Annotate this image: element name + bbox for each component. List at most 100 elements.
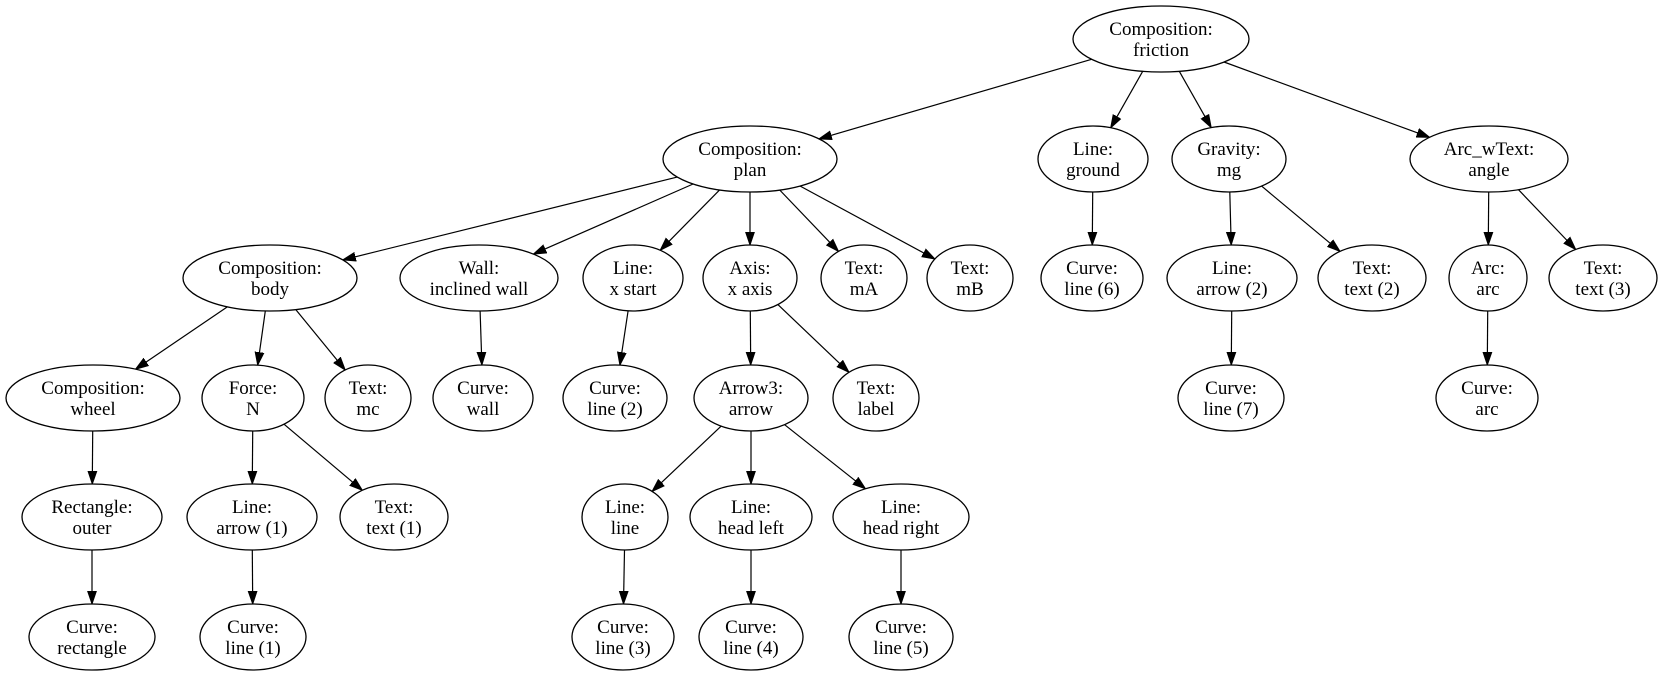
node-line-3-type-label: Curve: bbox=[597, 617, 649, 638]
node-text-3-name-label: text (3) bbox=[1575, 279, 1630, 300]
node-label-name-label: label bbox=[858, 399, 895, 420]
node-arrow3-name-label: arrow bbox=[729, 399, 774, 420]
node-text-1: Text:text (1) bbox=[339, 483, 449, 551]
edge-plan-to-inclined-wall bbox=[533, 183, 694, 254]
node-mc-type-label: Text: bbox=[349, 378, 388, 399]
node-N-name-label: N bbox=[246, 399, 260, 420]
node-line-1: Curve:line (1) bbox=[199, 603, 307, 671]
node-line-5-ellipse bbox=[848, 603, 954, 671]
node-line-3-name-label: line (3) bbox=[595, 638, 650, 659]
node-arrow3-ellipse bbox=[693, 364, 809, 432]
node-outer-type-label: Rectangle: bbox=[51, 497, 132, 518]
edge-body-to-N bbox=[258, 310, 266, 365]
node-text-1-ellipse bbox=[339, 483, 449, 551]
node-x-axis-name-label: x axis bbox=[728, 279, 773, 300]
node-friction: Composition:friction bbox=[1072, 5, 1250, 73]
edge-arrow3-to-line bbox=[652, 425, 722, 491]
node-ground-name-label: ground bbox=[1066, 160, 1120, 181]
node-angle-name-label: angle bbox=[1468, 160, 1509, 181]
node-outer-name-label: outer bbox=[72, 518, 112, 539]
node-x-axis-ellipse bbox=[702, 244, 798, 312]
node-mB-name-label: mB bbox=[956, 279, 983, 300]
edge-friction-to-mg bbox=[1178, 71, 1211, 127]
node-plan-ellipse bbox=[662, 125, 838, 193]
node-angle-type-label: Arc_wText: bbox=[1444, 139, 1534, 160]
node-outer-ellipse bbox=[21, 483, 163, 551]
node-arc-name-label: arc bbox=[1476, 279, 1499, 300]
node-head-left-type-label: Line: bbox=[731, 497, 771, 518]
edge-plan-to-mA bbox=[779, 189, 839, 251]
node-line-3-ellipse bbox=[571, 603, 675, 671]
node-line-6-type-label: Curve: bbox=[1066, 258, 1118, 279]
node-line-1-ellipse bbox=[199, 603, 307, 671]
node-arrow-1-type-label: Line: bbox=[232, 497, 272, 518]
node-line-5: Curve:line (5) bbox=[848, 603, 954, 671]
node-text-2-ellipse bbox=[1317, 244, 1427, 312]
node-arrow-2-name-label: arrow (2) bbox=[1196, 279, 1267, 300]
node-mg-name-label: mg bbox=[1217, 160, 1242, 181]
node-x-start-name-label: x start bbox=[610, 279, 658, 300]
node-wheel-name-label: wheel bbox=[70, 399, 115, 420]
edges-layer bbox=[92, 58, 1576, 604]
node-text-1-name-label: text (1) bbox=[366, 518, 421, 539]
node-line-7: Curve:line (7) bbox=[1177, 364, 1285, 432]
edge-plan-to-body bbox=[343, 176, 678, 260]
node-label: Text:label bbox=[832, 364, 920, 432]
node-mA: Text:mA bbox=[820, 244, 908, 312]
node-arrow-1-name-label: arrow (1) bbox=[216, 518, 287, 539]
node-line-6-ellipse bbox=[1040, 244, 1144, 312]
node-wheel-ellipse bbox=[5, 364, 181, 432]
node-line-name-label: line bbox=[611, 518, 640, 539]
edge-friction-to-ground bbox=[1111, 71, 1144, 128]
node-line-2-name-label: line (2) bbox=[587, 399, 642, 420]
node-text-2-type-label: Text: bbox=[1353, 258, 1392, 279]
node-wall: Curve:wall bbox=[432, 364, 534, 432]
node-friction-name-label: friction bbox=[1133, 40, 1189, 61]
node-arc-ellipse bbox=[1448, 244, 1528, 312]
edge-plan-to-x-start bbox=[660, 189, 721, 250]
node-body-type-label: Composition: bbox=[218, 258, 321, 279]
node-label-type-label: Text: bbox=[857, 378, 896, 399]
node-line-3: Curve:line (3) bbox=[571, 603, 675, 671]
node-line-1-type-label: Curve: bbox=[227, 617, 279, 638]
node-body-name-label: body bbox=[251, 279, 290, 300]
node-mB: Text:mB bbox=[926, 244, 1014, 312]
node-curve-arc-name-label: arc bbox=[1475, 399, 1498, 420]
node-line-4-name-label: line (4) bbox=[723, 638, 778, 659]
node-inclined-wall-type-label: Wall: bbox=[459, 258, 500, 279]
node-line-5-name-label: line (5) bbox=[873, 638, 928, 659]
edge-angle-to-text-3 bbox=[1517, 189, 1575, 250]
node-ground-ellipse bbox=[1037, 125, 1149, 193]
node-wheel-type-label: Composition: bbox=[41, 378, 144, 399]
node-curve-arc-ellipse bbox=[1435, 364, 1539, 432]
node-curve-arc: Curve:arc bbox=[1435, 364, 1539, 432]
node-head-left-ellipse bbox=[689, 483, 813, 551]
node-plan: Composition:plan bbox=[662, 125, 838, 193]
node-line-2: Curve:line (2) bbox=[562, 364, 668, 432]
edge-arrow3-to-head-right bbox=[784, 424, 866, 489]
node-head-right-name-label: head right bbox=[863, 518, 940, 539]
node-head-right-type-label: Line: bbox=[881, 497, 921, 518]
node-mg: Gravity:mg bbox=[1171, 125, 1287, 193]
node-plan-type-label: Composition: bbox=[698, 139, 801, 160]
edge-body-to-mc bbox=[295, 309, 346, 371]
node-arc: Arc:arc bbox=[1448, 244, 1528, 312]
node-text-3-ellipse bbox=[1548, 244, 1658, 312]
node-line-4-type-label: Curve: bbox=[725, 617, 777, 638]
node-N-type-label: Force: bbox=[229, 378, 278, 399]
node-rectangle: Curve:rectangle bbox=[28, 603, 156, 671]
node-x-axis: Axis:x axis bbox=[702, 244, 798, 312]
edge-friction-to-angle bbox=[1223, 61, 1430, 138]
node-wall-name-label: wall bbox=[467, 399, 500, 420]
edge-friction-to-plan bbox=[819, 58, 1092, 139]
node-line-1-name-label: line (1) bbox=[225, 638, 280, 659]
node-arc-type-label: Arc: bbox=[1471, 258, 1505, 279]
node-line-2-type-label: Curve: bbox=[589, 378, 641, 399]
edge-x-axis-to-label bbox=[777, 304, 849, 373]
node-arrow3: Arrow3:arrow bbox=[693, 364, 809, 432]
node-head-left-name-label: head left bbox=[718, 518, 785, 539]
node-mA-ellipse bbox=[820, 244, 908, 312]
node-mA-name-label: mA bbox=[850, 279, 879, 300]
node-head-right: Line:head right bbox=[832, 483, 970, 551]
